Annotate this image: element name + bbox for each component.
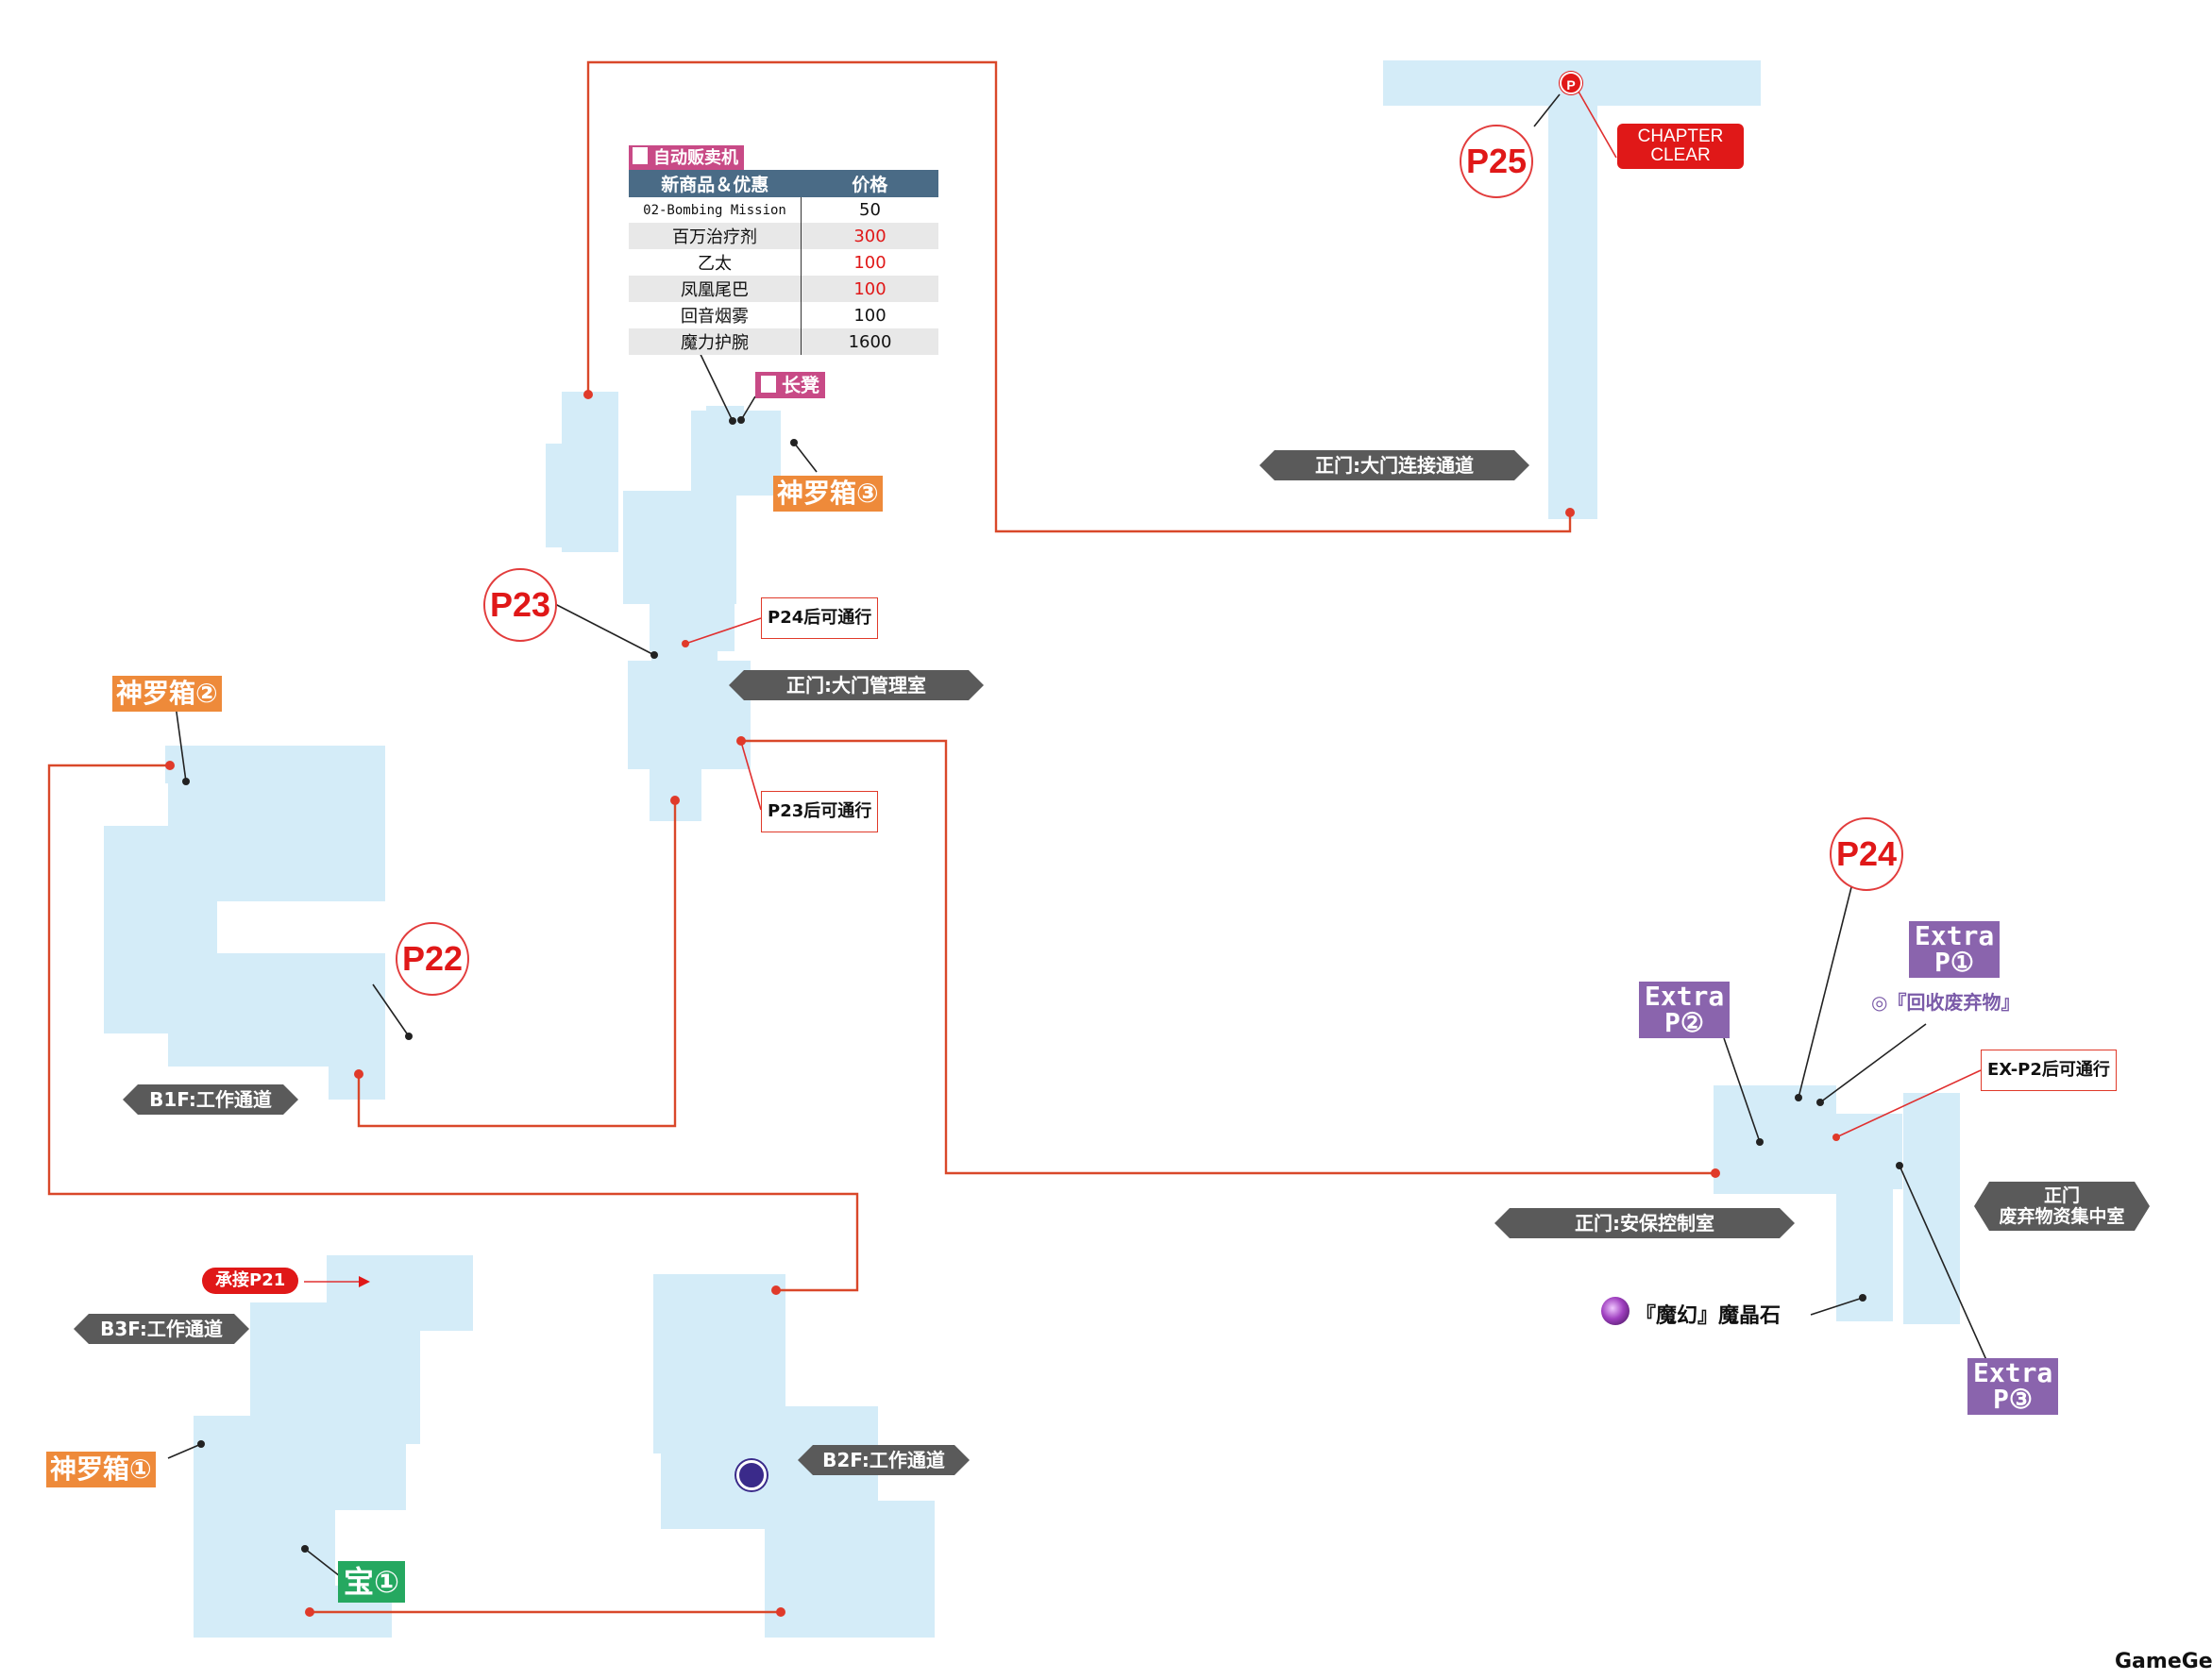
extra-point-3[interactable]: Extra P③ <box>1967 1358 2058 1415</box>
extra-point-1-line2: P① <box>1934 947 1974 978</box>
shop-item-name: 凤凰尾巴 <box>629 276 802 302</box>
shop-item-price: 100 <box>801 276 938 302</box>
extra-point-3-line1: Extra <box>1973 1357 2053 1388</box>
extra-point-1[interactable]: Extra P① <box>1909 921 2000 978</box>
shinra-box-2[interactable]: 神罗箱② <box>112 676 222 712</box>
chapter-end-pin-icon[interactable]: P <box>1560 72 1582 94</box>
area-label-b2f: B2F:工作通道 <box>798 1445 970 1475</box>
shop-row: 魔力护腕 1600 <box>629 328 938 355</box>
shop-table: 新商品＆优惠 价格 02-Bombing Mission 50 百万治疗剂 30… <box>629 170 938 355</box>
room-gate-passage <box>1383 60 1761 519</box>
materia-orb-icon <box>1601 1297 1629 1325</box>
area-label-gate-mgmt: 正门:大门管理室 <box>729 670 984 700</box>
shop-item-price: 300 <box>801 223 938 249</box>
shop-col-item: 新商品＆优惠 <box>629 170 802 197</box>
recycle-quest-label: ◎『回收废弃物』 <box>1871 991 2020 1014</box>
room-b1f <box>104 746 385 1100</box>
shop-item-name: 回音烟雾 <box>629 302 802 328</box>
chapter-clear-line2: CLEAR <box>1650 145 1711 165</box>
notice-after-p23: P23后可通行 <box>761 791 879 832</box>
chapter-clear-line1: CHAPTER <box>1637 126 1724 146</box>
notice-after-p24: P24后可通行 <box>761 597 879 639</box>
notice-after-exp2: EX-P2后可通行 <box>1981 1050 2117 1091</box>
shop-item-price: 100 <box>853 305 886 326</box>
bench-marker[interactable]: 长凳 <box>755 372 825 398</box>
area-label-gate-passage: 正门:大门连接通道 <box>1259 450 1529 480</box>
shop-item-name: 02-Bombing Mission <box>629 197 802 223</box>
shop-item-price: 100 <box>853 252 886 273</box>
shinra-box-1[interactable]: 神罗箱① <box>46 1452 156 1487</box>
shop-item-price: 50 <box>859 200 881 220</box>
shop-row: 回音烟雾 100 <box>629 302 938 328</box>
route-dots <box>165 390 1903 1617</box>
extra-point-3-line2: P③ <box>1993 1384 2033 1415</box>
chapter-clear-badge: CHAPTER CLEAR <box>1617 124 1744 169</box>
shop-item-name: 百万治疗剂 <box>629 223 802 249</box>
extra-point-1-line1: Extra <box>1915 920 1995 951</box>
vending-machine-header: 自动贩卖机 <box>629 145 744 170</box>
point-p24[interactable]: P24 <box>1830 817 1903 891</box>
extra-point-2-line2: P② <box>1664 1007 1704 1038</box>
area-label-waste-line1: 正门 <box>2043 1185 2080 1206</box>
shop-row: 百万治疗剂 300 <box>629 223 938 249</box>
area-label-b3f: B3F:工作通道 <box>74 1314 249 1344</box>
treasure-1[interactable]: 宝① <box>338 1561 406 1603</box>
vending-machine-title: 自动贩卖机 <box>653 148 738 168</box>
vending-machine-icon <box>631 145 650 166</box>
extra-point-2[interactable]: Extra P② <box>1639 982 1730 1038</box>
point-p23[interactable]: P23 <box>483 568 557 642</box>
shop-item-price: 1600 <box>801 328 938 355</box>
bench-label: 长凳 <box>782 374 819 396</box>
room-security <box>1714 1085 1960 1324</box>
area-label-waste-line2: 废弃物资集中室 <box>1999 1206 2125 1227</box>
route-lines <box>47 60 1715 1614</box>
magic-materia-label: 『魔幻』魔晶石 <box>1635 1304 1781 1328</box>
shop-item-name: 魔力护腕 <box>629 328 802 355</box>
shop-item-name: 乙太 <box>629 249 802 276</box>
area-label-security: 正门:安保控制室 <box>1494 1208 1795 1238</box>
leader-lines <box>167 93 2000 1577</box>
shinra-box-3[interactable]: 神罗箱③ <box>773 476 883 512</box>
extra-point-2-line1: Extra <box>1645 981 1725 1012</box>
watermark: GameGene <box>2115 1650 2212 1673</box>
room-gate-mgmt <box>546 392 781 821</box>
shop-row: 02-Bombing Mission 50 <box>629 197 938 223</box>
vending-machine-table: 自动贩卖机 新商品＆优惠 价格 02-Bombing Mission 50 百万… <box>629 145 938 355</box>
room-b3f <box>194 1255 473 1638</box>
shop-row: 乙太 100 <box>629 249 938 276</box>
area-label-waste: 正门 废弃物资集中室 <box>1974 1182 2150 1231</box>
point-p25[interactable]: P25 <box>1460 125 1533 198</box>
point-p22[interactable]: P22 <box>396 922 469 996</box>
shop-col-price: 价格 <box>801 170 938 197</box>
area-label-b1f: B1F:工作通道 <box>123 1084 298 1115</box>
continue-from-p21[interactable]: 承接P21 <box>202 1268 299 1294</box>
notice-leaders <box>304 84 1982 1287</box>
bench-icon <box>759 374 778 395</box>
shop-row: 凤凰尾巴 100 <box>629 276 938 302</box>
save-point-icon[interactable] <box>736 1460 767 1490</box>
